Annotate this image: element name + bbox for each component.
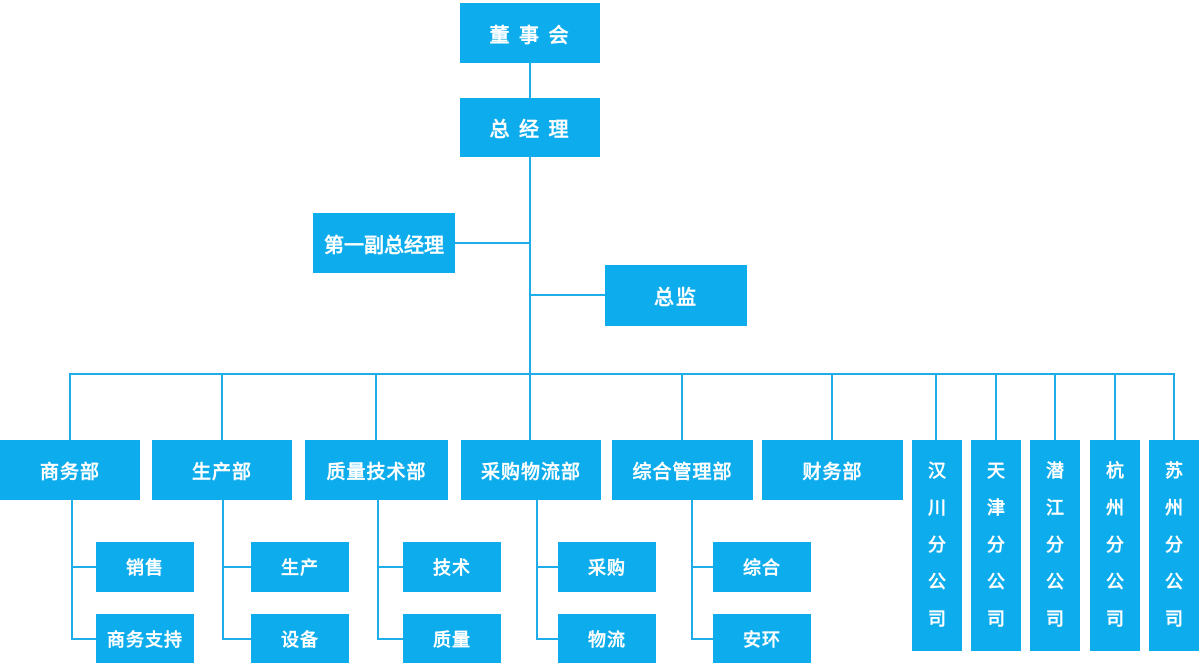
subdept-label: 质量 <box>433 630 471 650</box>
subdept-label: 物流 <box>588 630 626 650</box>
connector-line <box>529 63 531 98</box>
node-first-deputy-gm: 第一副总经理 <box>313 213 455 273</box>
node-director: 总监 <box>605 265 747 326</box>
connector-line <box>222 500 224 640</box>
branch-tianjin: 天津分公司 <box>971 440 1021 651</box>
subdept-label: 销售 <box>126 558 164 578</box>
subdept-safety-environment: 安环 <box>713 614 811 663</box>
connector-line <box>681 374 683 440</box>
dept-general-management: 综合管理部 <box>612 440 753 500</box>
node-label: 总 经 理 <box>489 119 571 141</box>
dept-label: 综合管理部 <box>632 461 733 483</box>
subdept-logistics: 物流 <box>558 614 656 663</box>
dept-business: 商务部 <box>0 440 140 500</box>
subdept-production: 生产 <box>251 542 349 592</box>
subdept-sales: 销售 <box>96 542 194 592</box>
connector-line <box>375 374 377 440</box>
subdept-label: 设备 <box>281 630 319 650</box>
connector-line <box>222 566 253 568</box>
connector-line <box>1114 374 1116 440</box>
connector-line <box>221 374 223 440</box>
branch-label: 潜江分公司 <box>1046 461 1064 629</box>
branch-hangzhou: 杭州分公司 <box>1090 440 1140 651</box>
subdept-purchasing: 采购 <box>558 542 656 592</box>
connector-line <box>691 566 715 568</box>
dept-label: 商务部 <box>39 461 100 483</box>
connector-line <box>377 566 405 568</box>
subdept-label: 安环 <box>743 630 781 650</box>
subdept-label: 商务支持 <box>107 630 183 650</box>
dept-label: 采购物流部 <box>480 461 581 483</box>
connector-line <box>529 157 531 374</box>
dept-label: 财务部 <box>802 461 863 483</box>
subdept-technology: 技术 <box>403 542 501 592</box>
branch-label: 苏州分公司 <box>1165 461 1183 629</box>
branch-label: 汉川分公司 <box>928 461 946 629</box>
connector-line <box>377 500 379 640</box>
subdept-equipment: 设备 <box>251 614 349 663</box>
branch-hanchuan: 汉川分公司 <box>912 440 962 651</box>
branch-label: 天津分公司 <box>987 461 1005 629</box>
connector-line <box>69 374 71 440</box>
node-label: 总监 <box>654 287 698 309</box>
subdept-label: 技术 <box>433 558 471 578</box>
connector-line <box>536 638 560 640</box>
subdept-quality: 质量 <box>403 614 501 663</box>
dept-finance: 财务部 <box>762 440 903 500</box>
subdept-label: 综合 <box>743 558 781 578</box>
branch-qianjiang: 潜江分公司 <box>1030 440 1080 651</box>
dept-quality-tech: 质量技术部 <box>305 440 448 500</box>
connector-line <box>69 373 1175 375</box>
connector-line <box>71 500 73 640</box>
connector-line <box>1054 374 1056 440</box>
connector-line <box>222 638 253 640</box>
connector-line <box>831 374 833 440</box>
connector-line <box>1173 374 1175 440</box>
connector-line <box>536 500 538 640</box>
connector-line <box>691 500 693 640</box>
node-label: 第一副总经理 <box>324 234 444 257</box>
node-general-manager: 总 经 理 <box>460 98 600 157</box>
subdept-general: 综合 <box>713 542 811 592</box>
node-board-of-directors: 董 事 会 <box>460 3 600 63</box>
connector-line <box>377 638 405 640</box>
subdept-label: 采购 <box>588 558 626 578</box>
subdept-business-support: 商务支持 <box>96 614 194 663</box>
dept-production: 生产部 <box>152 440 292 500</box>
node-label: 董 事 会 <box>489 24 571 47</box>
dept-label: 生产部 <box>191 461 252 483</box>
connector-line <box>536 566 560 568</box>
branch-label: 杭州分公司 <box>1106 461 1124 629</box>
connector-line <box>995 374 997 440</box>
connector-line <box>531 294 605 296</box>
branch-suzhou: 苏州分公司 <box>1149 440 1199 651</box>
connector-line <box>691 638 715 640</box>
connector-line <box>71 638 98 640</box>
connector-line <box>71 566 98 568</box>
connector-line <box>455 242 530 244</box>
subdept-label: 生产 <box>281 558 319 578</box>
dept-label: 质量技术部 <box>326 461 427 483</box>
connector-line <box>935 374 937 440</box>
connector-line <box>529 374 531 440</box>
dept-procurement-logistics: 采购物流部 <box>461 440 601 500</box>
